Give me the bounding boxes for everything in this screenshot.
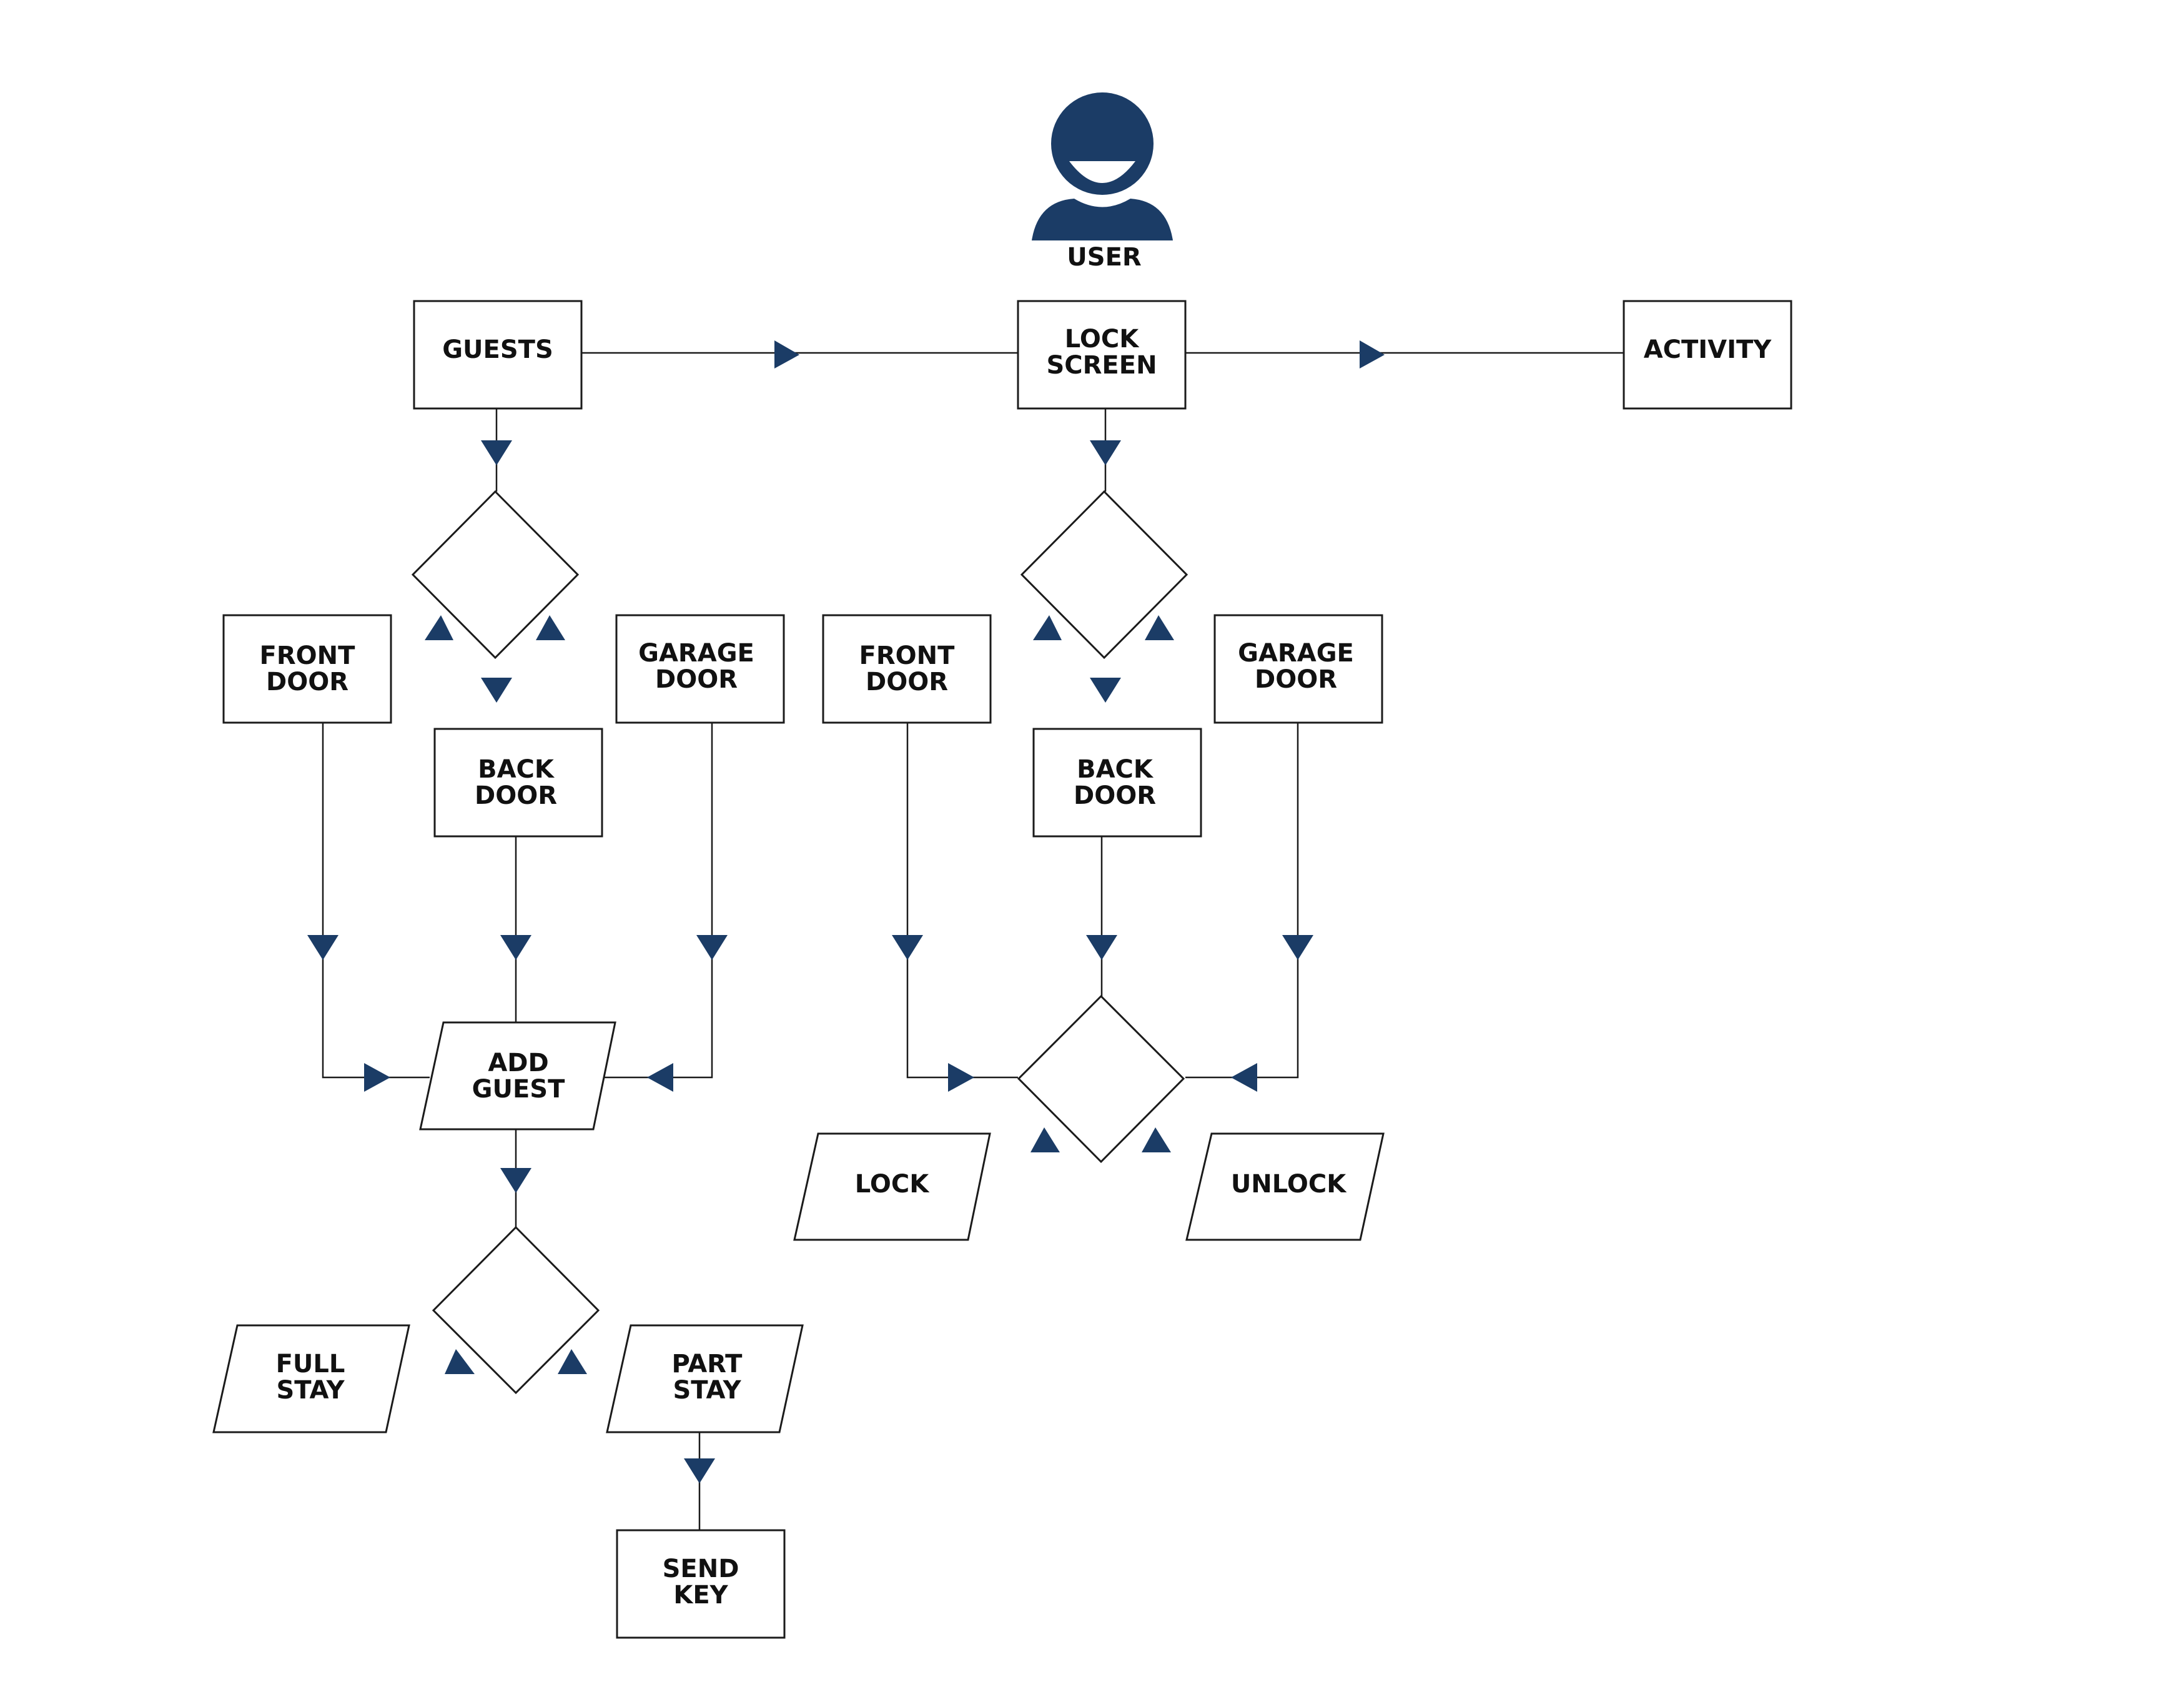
arrow-garage-door-down-left xyxy=(696,935,728,960)
arrow-to-unlock xyxy=(1142,1127,1171,1152)
arrow-to-front-door-right xyxy=(1033,615,1062,640)
guests-garage-door-label-line1: GARAGE xyxy=(638,639,754,668)
activity-box[interactable]: ACTIVITY xyxy=(1623,300,1792,410)
arrowheads xyxy=(307,340,1385,1483)
arrow-add-guest-down xyxy=(500,1168,531,1193)
unlock-parallelogram[interactable]: UNLOCK xyxy=(1185,1132,1385,1241)
full-stay-label-line2: STAY xyxy=(276,1376,345,1405)
arrow-into-lock-decision-left xyxy=(948,1063,974,1092)
part-stay-parallelogram[interactable]: PART STAY xyxy=(606,1324,804,1433)
arrow-back-door-down-left xyxy=(500,935,531,960)
lock-back-door-label-line2: DOOR xyxy=(1074,781,1156,810)
arrow-garage-door-down-right xyxy=(1282,935,1313,960)
arrow-to-front-door-left xyxy=(425,615,453,640)
arrow-into-lock-decision-right xyxy=(1231,1063,1257,1092)
part-stay-label-line1: PART xyxy=(672,1350,743,1378)
lock-screen-box[interactable]: LOCK SCREEN xyxy=(1017,300,1187,410)
arrow-right-to-activity xyxy=(1360,340,1385,369)
lock-action-decision-diamond xyxy=(1017,994,1185,1164)
lock-back-door-box[interactable]: BACK DOOR xyxy=(1032,728,1202,838)
guests-front-door-label-line1: FRONT xyxy=(260,641,356,670)
lock-parallelogram[interactable]: LOCK xyxy=(793,1132,991,1241)
lock-label: LOCK xyxy=(855,1170,930,1199)
lock-front-door-box[interactable]: FRONT DOOR xyxy=(822,614,992,724)
lock-garage-door-box[interactable]: GARAGE DOOR xyxy=(1213,614,1383,724)
guests-back-door-box[interactable]: BACK DOOR xyxy=(433,728,603,838)
guests-garage-door-box[interactable]: GARAGE DOOR xyxy=(615,614,785,724)
arrow-to-full-stay xyxy=(445,1349,475,1374)
lock-garage-door-label-line2: DOOR xyxy=(1255,665,1337,694)
guests-label: GUESTS xyxy=(442,335,553,364)
arrow-into-add-guest-left xyxy=(364,1063,390,1092)
guests-back-door-label-line2: DOOR xyxy=(475,781,557,810)
arrow-front-door-down-right xyxy=(892,935,923,960)
send-key-box[interactable]: SEND KEY xyxy=(616,1529,786,1639)
send-key-label-line1: SEND xyxy=(663,1555,739,1583)
arrow-to-part-stay xyxy=(558,1349,587,1374)
add-guest-parallelogram[interactable]: ADD GUEST xyxy=(419,1021,616,1131)
stay-decision-diamond xyxy=(432,1225,600,1395)
part-stay-label-line2: STAY xyxy=(673,1376,741,1405)
arrow-back-door-down-right xyxy=(1086,935,1117,960)
arrow-to-lock xyxy=(1030,1127,1060,1152)
user-icon xyxy=(1032,92,1173,240)
arrow-to-back-door-left xyxy=(481,678,512,703)
arrow-down-lock-screen xyxy=(1090,440,1121,465)
activity-label: ACTIVITY xyxy=(1644,335,1772,364)
guests-front-door-box[interactable]: FRONT DOOR xyxy=(222,614,392,724)
full-stay-label-line1: FULL xyxy=(276,1350,345,1378)
lock-back-door-label-line1: BACK xyxy=(1077,755,1154,784)
add-guest-label-line2: GUEST xyxy=(472,1075,565,1104)
arrow-part-stay-down xyxy=(684,1458,715,1483)
lock-decision-diamond xyxy=(1020,490,1188,660)
lock-screen-label-line1: LOCK xyxy=(1065,325,1140,354)
guests-decision-diamond xyxy=(411,490,580,660)
arrow-left-to-guests xyxy=(774,340,799,369)
guests-garage-door-label-line2: DOOR xyxy=(655,665,738,694)
user-label: USER xyxy=(1067,243,1141,272)
arrow-to-garage-door-left xyxy=(536,615,565,640)
guests-back-door-label-line1: BACK xyxy=(478,755,555,784)
guests-box[interactable]: GUESTS xyxy=(413,300,583,410)
guests-front-door-label-line2: DOOR xyxy=(266,668,348,696)
arrow-down-guests xyxy=(481,440,512,465)
send-key-label-line2: KEY xyxy=(673,1581,728,1610)
unlock-label: UNLOCK xyxy=(1231,1170,1347,1199)
user-node: USER xyxy=(1032,92,1173,272)
connector-lines xyxy=(322,352,1625,1530)
arrow-into-add-guest-right xyxy=(647,1063,673,1092)
lock-garage-door-label-line1: GARAGE xyxy=(1238,639,1354,668)
lock-front-door-label-line1: FRONT xyxy=(859,641,956,670)
arrow-front-door-down-left xyxy=(307,935,338,960)
arrow-to-garage-door-right xyxy=(1145,615,1174,640)
full-stay-parallelogram[interactable]: FULL STAY xyxy=(212,1324,410,1433)
lock-front-door-label-line2: DOOR xyxy=(866,668,948,696)
arrow-to-back-door-right xyxy=(1090,678,1121,703)
add-guest-label-line1: ADD xyxy=(488,1049,548,1077)
lock-screen-label-line2: SCREEN xyxy=(1046,351,1157,380)
